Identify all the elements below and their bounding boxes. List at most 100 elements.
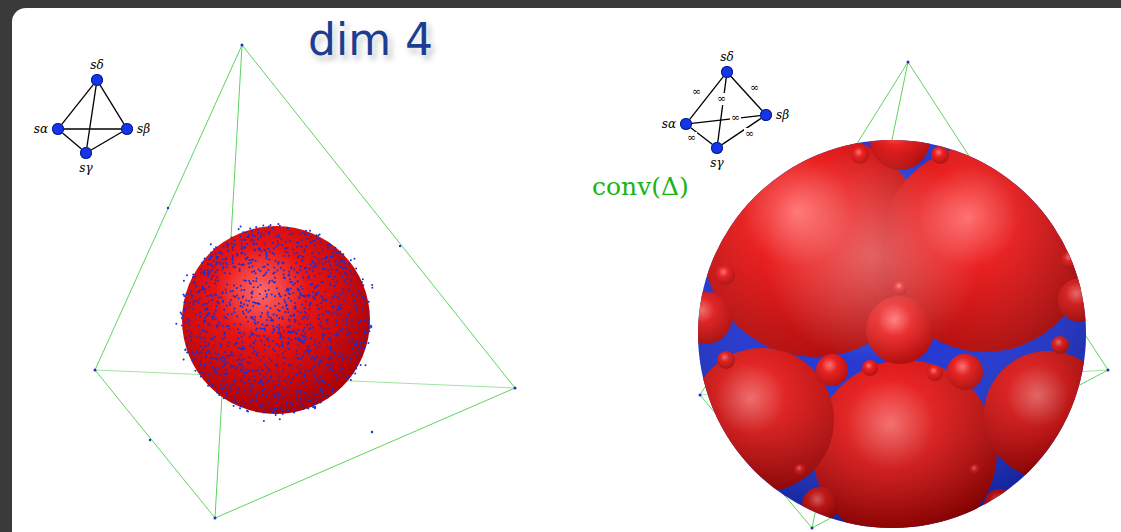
edge-weight: ∞ [691, 86, 702, 98]
sample-point [314, 245, 316, 247]
sample-point [281, 343, 283, 345]
sample-point [301, 304, 303, 306]
sample-point [206, 295, 208, 297]
sample-point [200, 268, 202, 270]
sample-point [249, 336, 251, 338]
sample-point [184, 301, 186, 303]
sample-point [249, 259, 251, 261]
sample-point [317, 237, 319, 239]
sample-point [304, 296, 306, 298]
tetrahedron-wireframe [95, 45, 515, 518]
sample-point [304, 369, 306, 371]
sample-point [367, 319, 369, 321]
sample-point [308, 268, 310, 270]
sample-point [252, 280, 254, 282]
sample-point [255, 280, 257, 282]
sample-point [216, 261, 218, 263]
vertex-label: sγ [710, 156, 723, 170]
sample-point [263, 275, 265, 277]
sample-point [355, 316, 357, 318]
sample-point [224, 337, 226, 339]
sample-point [356, 305, 358, 307]
sample-point [300, 266, 302, 268]
sample-point [334, 249, 336, 251]
sample-point [288, 348, 290, 350]
sample-point [220, 345, 222, 347]
sample-point [201, 262, 203, 264]
sample-point [182, 315, 184, 317]
sample-point [348, 340, 350, 342]
sample-point [185, 349, 187, 351]
sample-point [267, 338, 269, 340]
sample-point [307, 399, 309, 401]
sample-point [213, 369, 215, 371]
sample-point [337, 356, 339, 358]
sample-point [273, 313, 275, 315]
sample-point [247, 304, 249, 306]
sample-point [297, 281, 299, 283]
sample-point [262, 266, 264, 268]
sample-point [213, 260, 215, 262]
sample-point [231, 313, 233, 315]
sample-point [225, 292, 227, 294]
sample-point [269, 377, 271, 379]
sample-point [289, 293, 291, 295]
sample-point [265, 396, 267, 398]
sample-point [317, 291, 319, 293]
sample-point [272, 348, 274, 350]
sample-point [255, 303, 257, 305]
graph-edge [62, 85, 94, 125]
sample-point [213, 357, 215, 359]
sample-point [329, 332, 331, 334]
sample-point [297, 257, 299, 259]
sample-point [288, 255, 290, 257]
sample-point [362, 284, 364, 286]
sample-point [289, 233, 291, 235]
sample-point [296, 333, 298, 335]
sample-point [218, 296, 220, 298]
sample-point [357, 279, 359, 281]
sample-point [287, 389, 289, 391]
sample-point [228, 355, 230, 357]
sample-point [348, 335, 350, 337]
sample-point [291, 339, 293, 341]
sample-point [310, 241, 312, 243]
sample-point [252, 291, 254, 293]
sample-point [282, 397, 284, 399]
sample-point [256, 395, 258, 397]
sample-point [290, 266, 292, 268]
edge-weight: ∞ [686, 132, 697, 144]
sample-point [343, 262, 345, 264]
sample-point [270, 317, 272, 319]
sample-point [343, 288, 345, 290]
sample-point [303, 327, 305, 329]
sample-point [307, 295, 309, 297]
sample-point [281, 238, 283, 240]
sample-point [283, 362, 285, 364]
sample-point [263, 356, 265, 358]
sample-point [300, 286, 302, 288]
sample-point [335, 375, 337, 377]
sample-point [305, 386, 307, 388]
sample-point [267, 311, 269, 313]
sample-point [342, 319, 344, 321]
sample-point [281, 316, 283, 318]
sample-point [243, 313, 245, 315]
sample-point [254, 316, 256, 318]
sample-point [199, 312, 201, 314]
sample-point [193, 281, 195, 283]
sample-point [294, 408, 296, 410]
sample-point [320, 302, 322, 304]
sample-point [267, 248, 269, 250]
sample-point [222, 292, 224, 294]
sample-point [211, 316, 213, 318]
sample-point [319, 261, 321, 263]
sample-point [263, 249, 265, 251]
sample-point [289, 325, 291, 327]
outer-points [699, 61, 1110, 530]
sample-point [359, 344, 361, 346]
sample-point [339, 351, 341, 353]
sample-point [240, 301, 242, 303]
sample-point [322, 337, 324, 339]
sample-point [346, 278, 348, 280]
